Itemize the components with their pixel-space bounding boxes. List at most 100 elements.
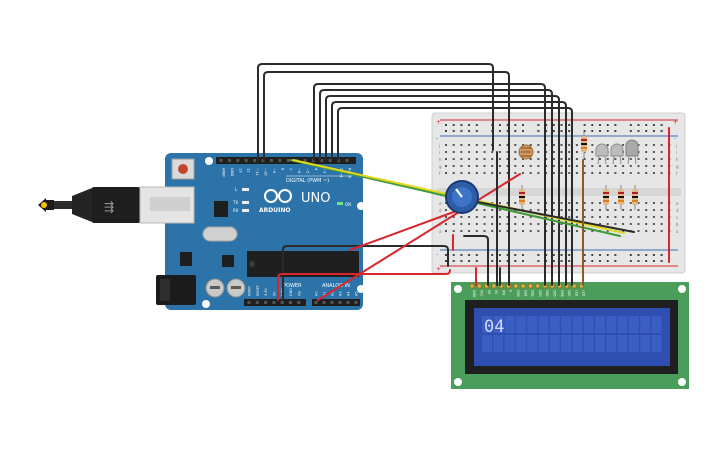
breadboard-hole[interactable] bbox=[599, 223, 601, 225]
rail-hole[interactable] bbox=[522, 254, 524, 256]
breadboard-hole[interactable] bbox=[445, 165, 447, 167]
breadboard-hole[interactable] bbox=[614, 223, 617, 225]
breadboard-hole[interactable] bbox=[591, 172, 594, 174]
breadboard-hole[interactable] bbox=[552, 202, 555, 204]
digital-pin[interactable] bbox=[303, 159, 307, 162]
breadboard-hole[interactable] bbox=[591, 144, 594, 146]
rail-hole[interactable] bbox=[545, 124, 548, 126]
breadboard-hole[interactable] bbox=[568, 144, 571, 146]
breadboard-hole[interactable] bbox=[652, 165, 655, 167]
breadboard-hole[interactable] bbox=[568, 151, 571, 153]
rail-hole[interactable] bbox=[568, 254, 571, 256]
rail-hole[interactable] bbox=[468, 124, 471, 126]
rail-hole[interactable] bbox=[652, 124, 655, 126]
breadboard-hole[interactable] bbox=[514, 158, 517, 160]
rail-hole[interactable] bbox=[583, 124, 586, 126]
wire-d5[interactable] bbox=[325, 95, 560, 286]
rail-hole[interactable] bbox=[637, 260, 640, 262]
breadboard-hole[interactable] bbox=[652, 144, 655, 146]
breadboard-hole[interactable] bbox=[568, 230, 571, 232]
breadboard-hole[interactable] bbox=[599, 216, 601, 218]
breadboard-hole[interactable] bbox=[622, 223, 625, 225]
breadboard-hole[interactable] bbox=[491, 172, 494, 174]
rail-hole[interactable] bbox=[637, 130, 640, 132]
digital-pin[interactable] bbox=[261, 159, 265, 162]
resistor[interactable] bbox=[519, 185, 525, 210]
breadboard-hole[interactable] bbox=[545, 216, 548, 218]
breadboard-hole[interactable] bbox=[575, 202, 578, 204]
breadboard-hole[interactable] bbox=[660, 209, 663, 211]
breadboard-hole[interactable] bbox=[522, 216, 524, 218]
rail-hole[interactable] bbox=[568, 130, 571, 132]
rail-hole[interactable] bbox=[522, 260, 524, 262]
breadboard-hole[interactable] bbox=[637, 172, 640, 174]
breadboard-hole[interactable] bbox=[529, 172, 532, 174]
breadboard-hole[interactable] bbox=[560, 144, 563, 146]
breadboard-hole[interactable] bbox=[514, 202, 517, 204]
rail-hole[interactable] bbox=[498, 124, 501, 126]
power-pin[interactable] bbox=[289, 301, 292, 304]
breadboard-hole[interactable] bbox=[660, 165, 663, 167]
rail-hole[interactable] bbox=[645, 124, 648, 126]
rail-hole[interactable] bbox=[522, 130, 524, 132]
breadboard-hole[interactable] bbox=[637, 165, 640, 167]
breadboard-hole[interactable] bbox=[645, 223, 648, 225]
breadboard-hole[interactable] bbox=[537, 230, 540, 232]
rail-hole[interactable] bbox=[506, 124, 509, 126]
rail-hole[interactable] bbox=[560, 254, 563, 256]
breadboard-hole[interactable] bbox=[475, 165, 478, 167]
breadboard-hole[interactable] bbox=[637, 158, 640, 160]
breadboard-hole[interactable] bbox=[583, 202, 586, 204]
breadboard-hole[interactable] bbox=[452, 223, 455, 225]
power-pin[interactable] bbox=[272, 301, 276, 304]
wire-lcd-v0[interactable] bbox=[463, 235, 489, 286]
rail-hole[interactable] bbox=[660, 254, 663, 256]
breadboard-hole[interactable] bbox=[606, 172, 609, 174]
wire-d7[interactable] bbox=[313, 83, 546, 286]
breadboard-hole[interactable] bbox=[460, 165, 463, 167]
rail-hole[interactable] bbox=[560, 124, 563, 126]
breadboard-hole[interactable] bbox=[529, 216, 532, 218]
resistor[interactable] bbox=[603, 185, 609, 210]
rail-hole[interactable] bbox=[514, 254, 517, 256]
breadboard-hole[interactable] bbox=[575, 165, 578, 167]
breadboard-hole[interactable] bbox=[645, 151, 648, 153]
arduino-uno[interactable]: ⇶ L TX RX ARDUINO UNO ON bbox=[38, 153, 365, 310]
breadboard-hole[interactable] bbox=[568, 172, 571, 174]
breadboard-hole[interactable] bbox=[575, 209, 578, 211]
breadboard-hole[interactable] bbox=[645, 172, 648, 174]
breadboard-hole[interactable] bbox=[575, 223, 578, 225]
breadboard-hole[interactable] bbox=[560, 202, 563, 204]
breadboard-hole[interactable] bbox=[552, 144, 555, 146]
rail-hole[interactable] bbox=[491, 254, 494, 256]
breadboard-hole[interactable] bbox=[652, 158, 655, 160]
breadboard-hole[interactable] bbox=[637, 144, 640, 146]
breadboard-hole[interactable] bbox=[545, 151, 548, 153]
breadboard-hole[interactable] bbox=[652, 151, 655, 153]
breadboard-hole[interactable] bbox=[652, 230, 655, 232]
rail-hole[interactable] bbox=[445, 260, 447, 262]
breadboard-hole[interactable] bbox=[475, 209, 478, 211]
analog-pin[interactable] bbox=[322, 301, 326, 304]
breadboard-hole[interactable] bbox=[614, 202, 617, 204]
rail-hole[interactable] bbox=[445, 130, 447, 132]
breadboard-hole[interactable] bbox=[537, 223, 540, 225]
breadboard-hole[interactable] bbox=[583, 230, 586, 232]
rail-hole[interactable] bbox=[560, 260, 563, 262]
power-pin[interactable] bbox=[297, 301, 301, 304]
breadboard-hole[interactable] bbox=[645, 144, 648, 146]
wire-5v[interactable] bbox=[277, 269, 451, 301]
breadboard-hole[interactable] bbox=[560, 172, 563, 174]
breadboard-hole[interactable] bbox=[606, 165, 609, 167]
breadboard-hole[interactable] bbox=[506, 151, 509, 153]
breadboard-hole[interactable] bbox=[537, 202, 540, 204]
rail-hole[interactable] bbox=[452, 130, 455, 132]
breadboard-hole[interactable] bbox=[629, 209, 632, 211]
breadboard-hole[interactable] bbox=[606, 158, 609, 160]
rail-hole[interactable] bbox=[606, 124, 609, 126]
rail-hole[interactable] bbox=[475, 130, 478, 132]
rail-hole[interactable] bbox=[599, 254, 601, 256]
breadboard-hole[interactable] bbox=[606, 144, 609, 146]
rail-hole[interactable] bbox=[460, 130, 463, 132]
